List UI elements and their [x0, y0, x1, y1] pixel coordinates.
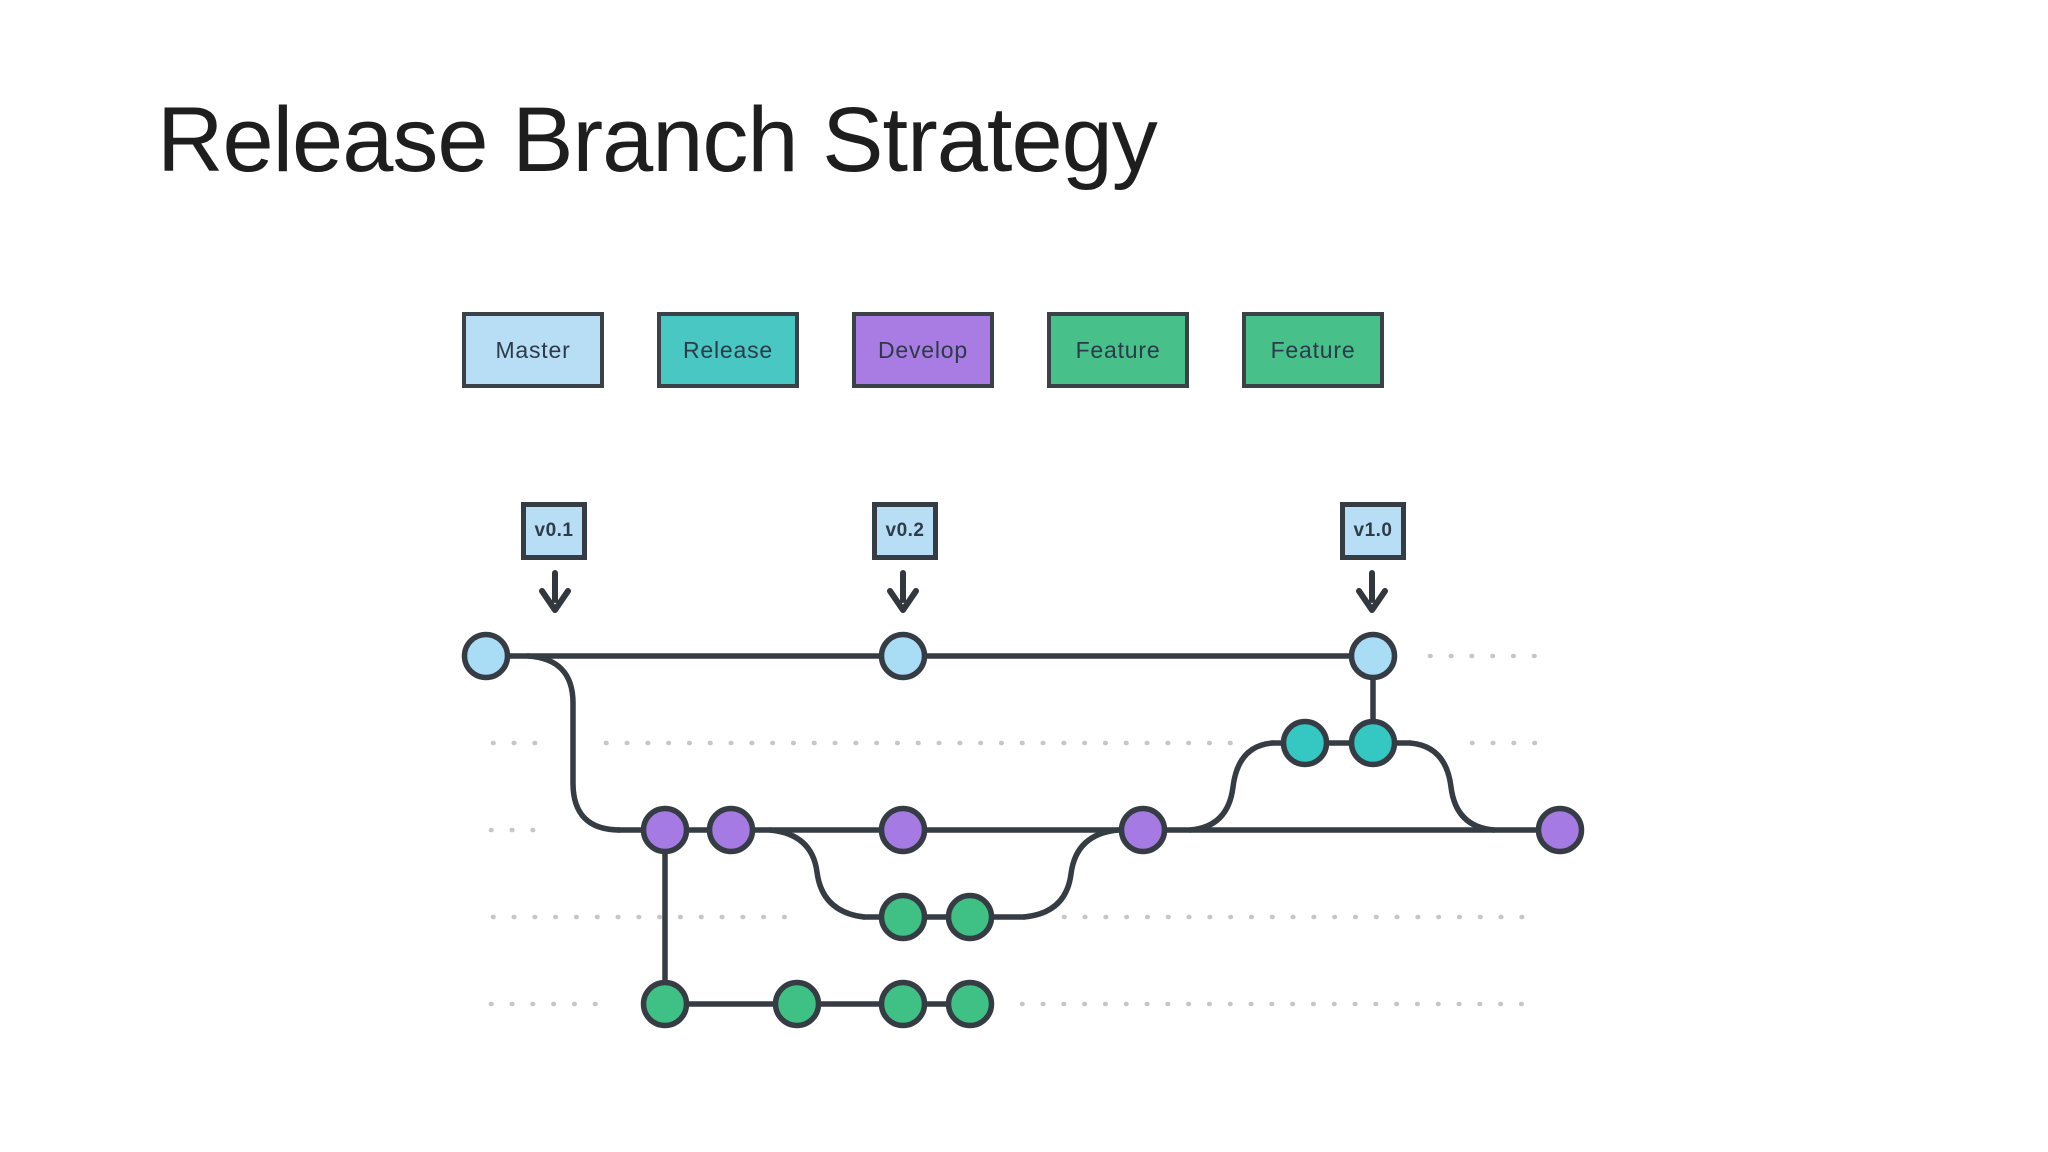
commit-node-develop: [1118, 805, 1168, 855]
legend-label: Feature: [1075, 336, 1161, 363]
develop-to-feature1-branch: [767, 827, 867, 920]
develop-to-release-branch: [1187, 740, 1275, 833]
commit-node-release: [1348, 718, 1398, 768]
commit-node-feature: [945, 892, 995, 942]
legend-label: Release: [683, 336, 773, 363]
commit-node-feature: [878, 979, 928, 1029]
legend-item-feature-1: Feature: [1047, 312, 1189, 388]
commit-node-feature: [945, 979, 995, 1029]
down-arrow-icon: [887, 570, 919, 613]
commit-node-feature: [772, 979, 822, 1029]
legend-item-master: Master: [462, 312, 604, 388]
commit-node-develop: [878, 805, 928, 855]
down-arrow-icon: [1356, 570, 1388, 613]
version-tag-v10: v1.0: [1340, 502, 1406, 560]
commit-node-master: [461, 631, 511, 681]
commit-node-develop: [706, 805, 756, 855]
commit-node-master: [878, 631, 928, 681]
feature1-to-develop-merge: [1021, 827, 1121, 920]
legend-label: Feature: [1270, 336, 1356, 363]
legend-item-develop: Develop: [852, 312, 994, 388]
commit-node-feature: [640, 979, 690, 1029]
page-title: Release Branch Strategy: [157, 89, 1158, 191]
legend-label: Master: [495, 336, 571, 363]
branch-legend: Master Release Develop Feature Feature: [462, 312, 1384, 388]
master-to-develop-branch: [525, 653, 623, 833]
version-tag-v02: v0.2: [872, 502, 938, 560]
commit-node-master: [1348, 631, 1398, 681]
commit-node-release: [1280, 718, 1330, 768]
legend-item-release: Release: [657, 312, 799, 388]
commit-node-develop: [1535, 805, 1585, 855]
legend-label: Develop: [878, 336, 968, 363]
commit-node-develop: [640, 805, 690, 855]
commit-node-feature: [878, 892, 928, 942]
legend-item-feature-2: Feature: [1242, 312, 1384, 388]
version-tag-v01: v0.1: [521, 502, 587, 560]
release-to-develop-merge: [1407, 740, 1497, 833]
down-arrow-icon: [539, 570, 571, 613]
